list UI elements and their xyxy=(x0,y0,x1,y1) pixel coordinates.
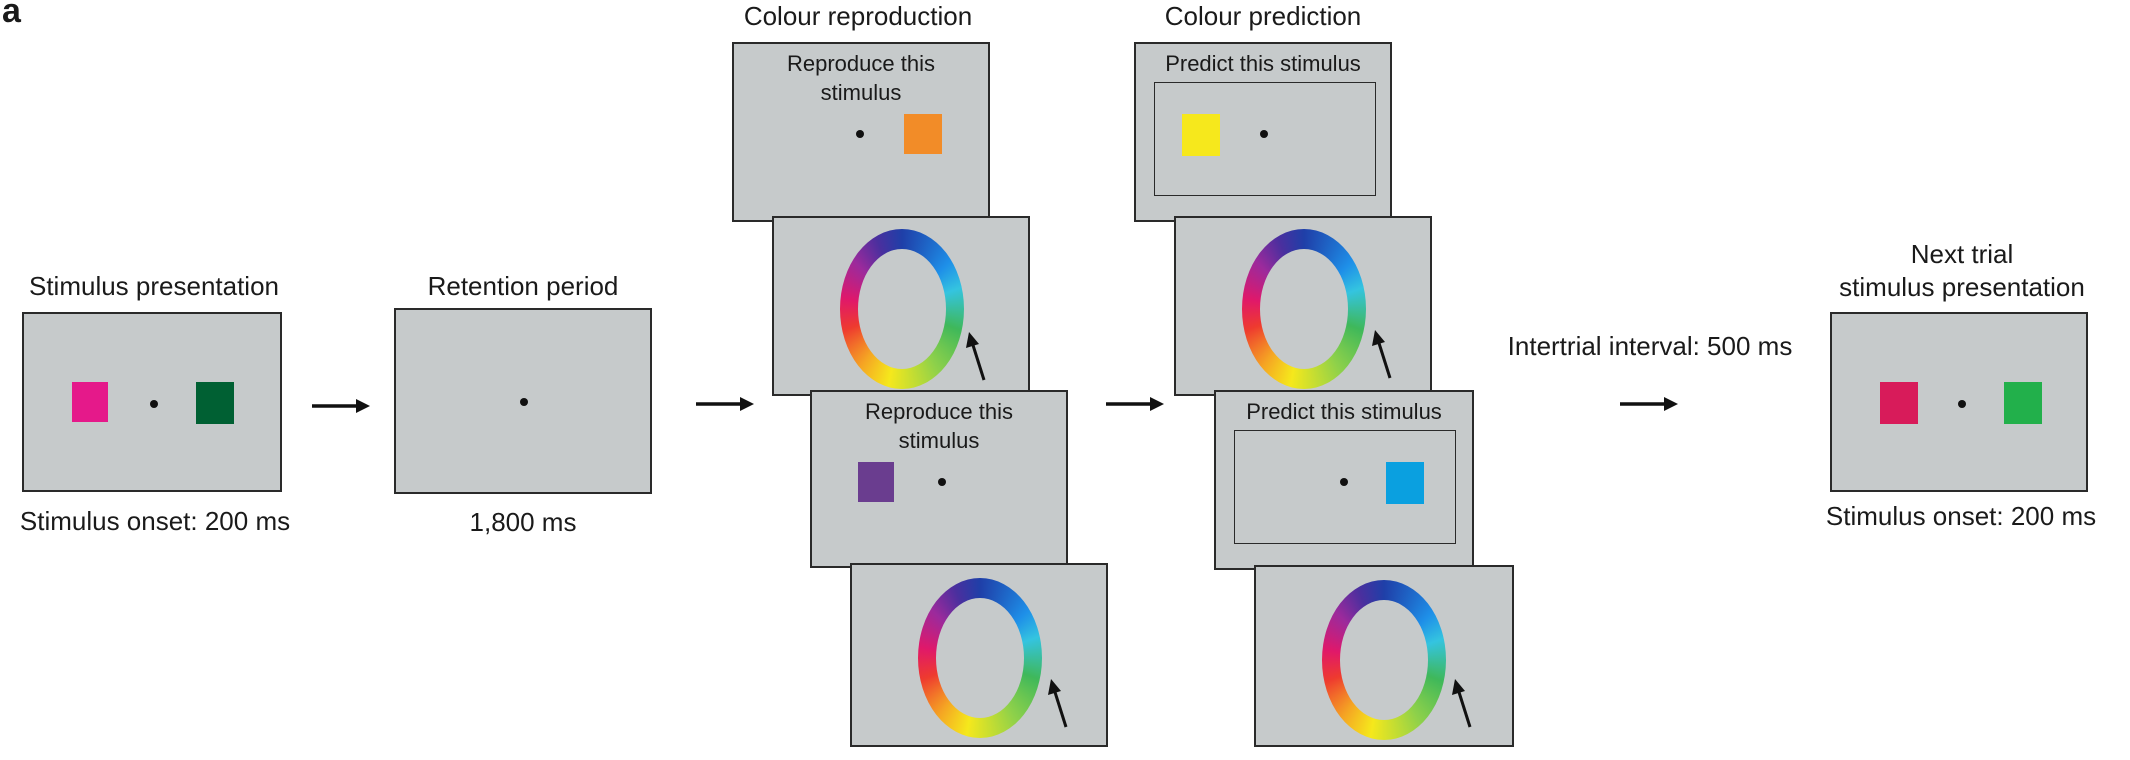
stimulus-swatch-dark-green xyxy=(196,382,234,424)
heading-retention-period: Retention period xyxy=(427,271,619,301)
stimulus-screen xyxy=(22,312,282,492)
retention-screen xyxy=(394,308,652,494)
panel-letter: a xyxy=(2,0,21,30)
caption-stimulus-onset-right: Stimulus onset: 200 ms xyxy=(1825,501,2097,531)
fixation-dot-icon xyxy=(1958,400,1966,408)
predict-wheel-screen-2 xyxy=(1254,565,1514,747)
fixation-dot-icon xyxy=(1340,478,1348,486)
mouse-cursor-icon xyxy=(966,332,986,381)
colour-wheel-icon xyxy=(840,229,964,389)
mouse-cursor-icon xyxy=(1452,679,1472,728)
reproduce-screen-1: Reproduce this stimulus xyxy=(732,42,990,222)
next-swatch-crimson xyxy=(1880,382,1918,424)
stimulus-swatch-magenta xyxy=(72,382,108,422)
colour-wheel-icon xyxy=(1322,580,1446,740)
predict-instruction-1: Predict this stimulus xyxy=(1165,51,1361,76)
fixation-dot-icon xyxy=(938,478,946,486)
caption-intertrial-interval: Intertrial interval: 500 ms xyxy=(1507,331,1793,361)
reproduce-swatch-orange xyxy=(904,114,942,154)
mouse-cursor-icon xyxy=(1372,330,1392,379)
heading-next-trial: Next trial stimulus presentation xyxy=(1839,239,2085,302)
reproduce-instruction-1: Reproduce this stimulus xyxy=(787,51,935,105)
fixation-dot-icon xyxy=(150,400,158,408)
reproduce-swatch-purple xyxy=(858,462,894,502)
predict-screen-1: Predict this stimulus xyxy=(1134,42,1392,222)
next-swatch-green xyxy=(2004,382,2042,424)
right-arrow-icon xyxy=(312,399,370,413)
mouse-cursor-icon xyxy=(1048,679,1068,728)
fixation-dot-icon xyxy=(520,398,528,406)
reproduce-wheel-screen-1 xyxy=(772,216,1030,396)
right-arrow-icon xyxy=(1620,397,1678,411)
fixation-dot-icon xyxy=(1260,130,1268,138)
reproduce-wheel-screen-2 xyxy=(850,563,1108,747)
heading-colour-reproduction: Colour reproduction xyxy=(743,1,973,31)
caption-retention-duration: 1,800 ms xyxy=(469,507,577,537)
colour-wheel-icon xyxy=(1242,229,1366,389)
fixation-dot-icon xyxy=(856,130,864,138)
right-arrow-icon xyxy=(1106,397,1164,411)
predict-wheel-screen-1 xyxy=(1174,216,1432,396)
reproduce-instruction-2: Reproduce this stimulus xyxy=(865,399,1013,453)
predict-screen-2: Predict this stimulus xyxy=(1214,390,1474,570)
next-trial-screen xyxy=(1830,312,2088,492)
prediction-frame xyxy=(1154,82,1376,196)
predict-swatch-yellow xyxy=(1182,114,1220,156)
predict-swatch-blue xyxy=(1386,462,1424,504)
heading-stimulus-presentation: Stimulus presentation xyxy=(28,271,280,301)
colour-wheel-icon xyxy=(918,578,1042,738)
reproduce-screen-2: Reproduce this stimulus xyxy=(810,390,1068,568)
heading-colour-prediction: Colour prediction xyxy=(1164,1,1362,31)
caption-stimulus-onset-left: Stimulus onset: 200 ms xyxy=(19,506,291,536)
prediction-frame xyxy=(1234,430,1456,544)
right-arrow-icon xyxy=(696,397,754,411)
predict-instruction-2: Predict this stimulus xyxy=(1246,399,1442,424)
